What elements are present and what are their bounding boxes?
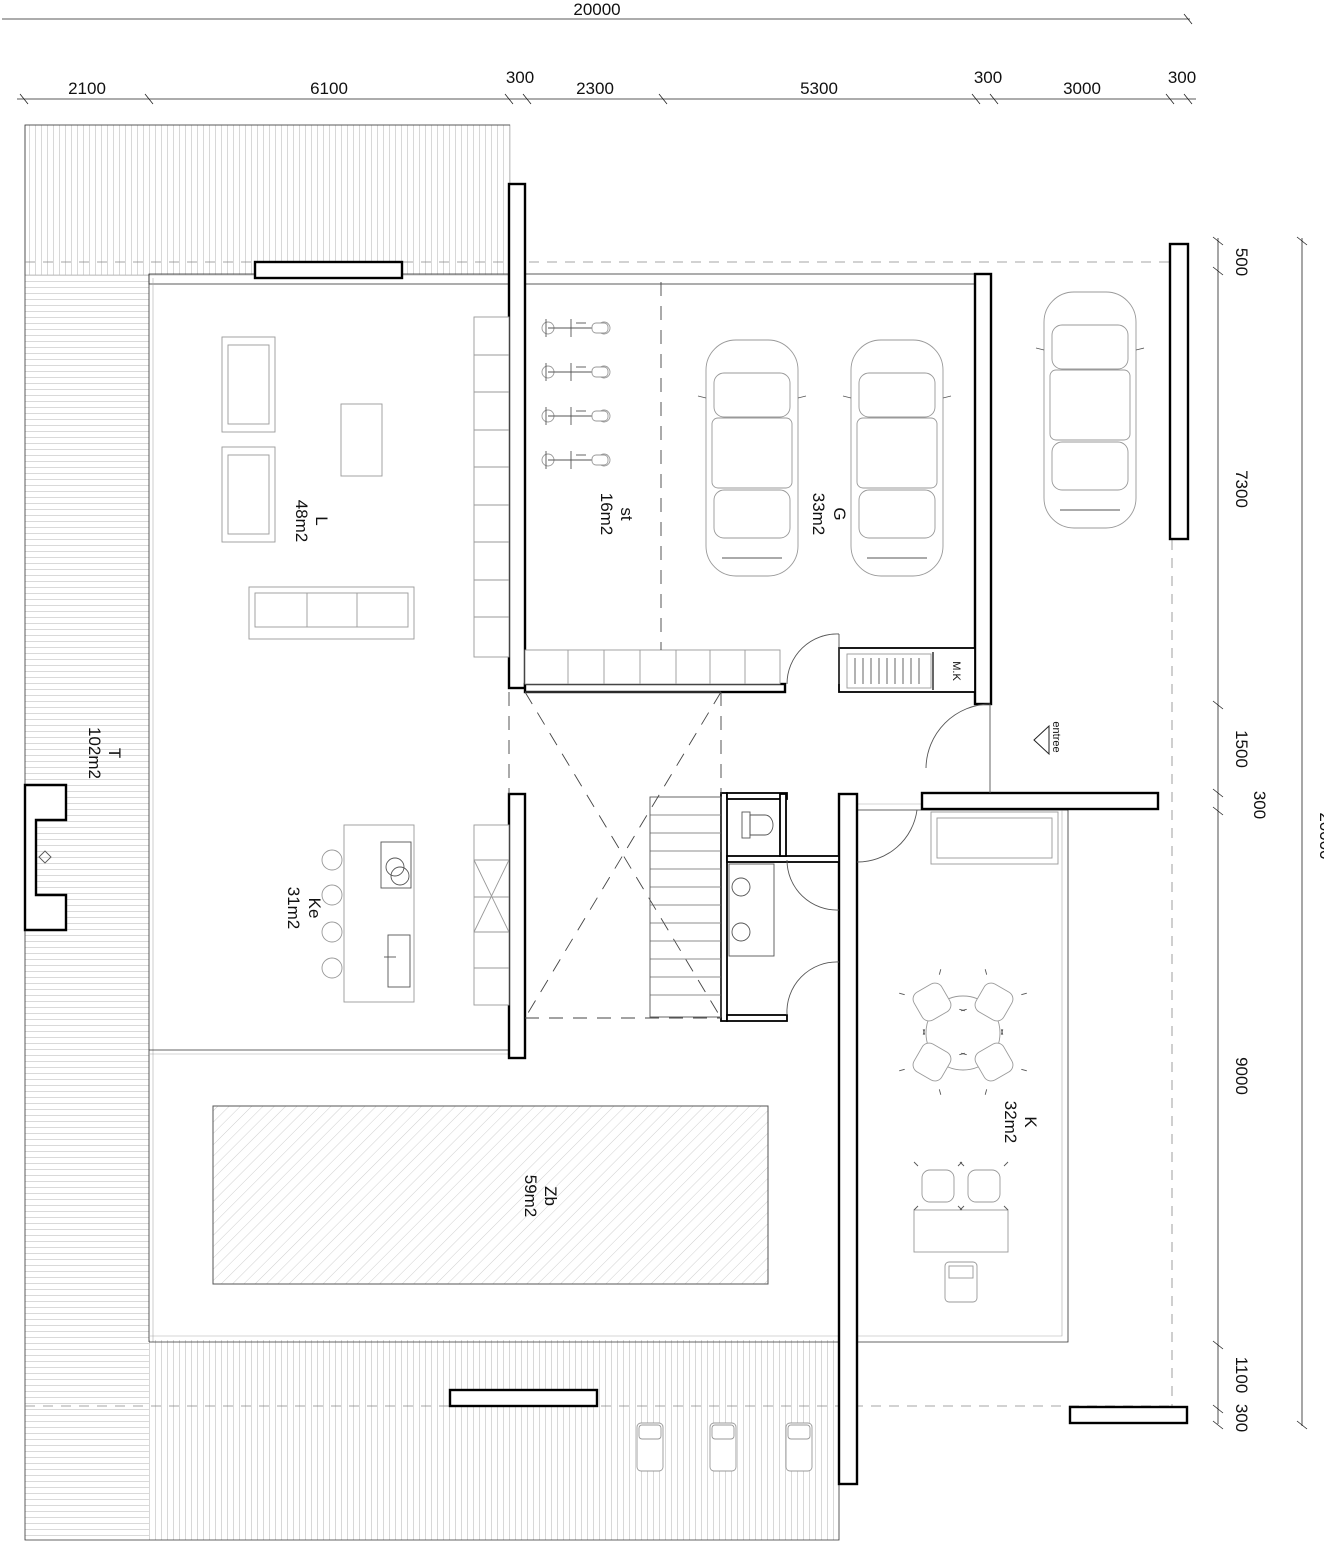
entrance-label: entree (1050, 721, 1062, 752)
dim-right-5: 1100 (1232, 1357, 1251, 1394)
room-pool-code: Zb (541, 1186, 560, 1206)
living-furniture (221, 336, 415, 640)
dim-top-2: 300 (506, 68, 534, 87)
entrance-marker: entree (1033, 721, 1062, 756)
dim-top-3: 2300 (576, 79, 614, 98)
room-labels: L 48m2 st 16m2 G 33m2 T 102m2 Ke 31m2 Zb… (85, 493, 1040, 1218)
walls: M.K (23, 182, 1190, 1486)
dim-top-1: 6100 (310, 79, 348, 98)
room-garage-code: G (830, 507, 849, 520)
dim-top-6: 3000 (1063, 79, 1101, 98)
dimension-overall-top: 20000 (2, 0, 1193, 25)
room-storage-code: st (617, 507, 636, 521)
wall-south-east (1068, 1405, 1189, 1425)
room-pool-area: 59m2 (521, 1175, 540, 1218)
room-living-code: L (312, 516, 331, 525)
kitchen-island (321, 824, 415, 1003)
wall-entrance-canopy (920, 791, 1160, 811)
room-terrace-code: T (105, 748, 124, 758)
swimming-pool (212, 1105, 769, 1285)
storage-cabinets-shed (524, 649, 781, 685)
room-storage-area: 16m2 (597, 493, 616, 536)
dim-right-overall: 20000 (1316, 812, 1324, 859)
dimension-chain-right: 500 7300 1500 300 9000 1100 300 (1212, 236, 1269, 1432)
sinks (728, 863, 775, 957)
study-furniture (898, 811, 1059, 1303)
storage-cabinets-living (473, 316, 510, 658)
meter-cupboard-label: M.K (950, 661, 962, 681)
dim-right-6: 300 (1232, 1404, 1251, 1432)
wall-study-west (837, 792, 859, 1486)
dim-right-0: 500 (1232, 248, 1251, 276)
toilet (741, 811, 774, 839)
dimension-overall-right: 20000 (1296, 236, 1324, 1430)
terrace-decking (24, 124, 840, 1541)
pool-loungers (636, 1422, 813, 1472)
dim-right-3: 300 (1250, 791, 1269, 819)
kitchen-cabinets (473, 824, 510, 1006)
dim-right-4: 9000 (1232, 1057, 1251, 1095)
door-swings (786, 633, 991, 1016)
wall-garage-east (973, 272, 993, 706)
dim-right-1: 7300 (1232, 470, 1251, 508)
cars (697, 291, 1145, 577)
room-study-code: K (1021, 1116, 1040, 1128)
room-study-area: 32m2 (1001, 1101, 1020, 1144)
room-garage-area: 33m2 (809, 493, 828, 536)
dimension-chain-top: 2100 6100 300 2300 5300 300 3000 300 (17, 68, 1196, 105)
room-terrace-area: 102m2 (85, 727, 104, 779)
wall-north (253, 260, 404, 280)
room-kitchen-area: 31m2 (284, 887, 303, 930)
dim-top-4: 5300 (800, 79, 838, 98)
dim-right-2: 1500 (1232, 730, 1251, 768)
wall-carport (1168, 242, 1190, 541)
void-cross (508, 691, 722, 1019)
wall-living-storage (507, 182, 527, 690)
fireplace (23, 783, 68, 932)
grid-lines (25, 261, 1175, 1407)
dim-top-5: 300 (974, 68, 1002, 87)
wall-south (448, 1388, 599, 1408)
dim-top-7: 300 (1168, 68, 1196, 87)
wall-kitchen (507, 792, 527, 1060)
room-kitchen-code: Ke (305, 898, 324, 919)
dim-top-overall: 20000 (573, 0, 620, 19)
dim-top-0: 2100 (68, 79, 106, 98)
staircase (649, 796, 722, 1018)
bike-rack (541, 318, 611, 470)
room-living-area: 48m2 (292, 500, 311, 543)
